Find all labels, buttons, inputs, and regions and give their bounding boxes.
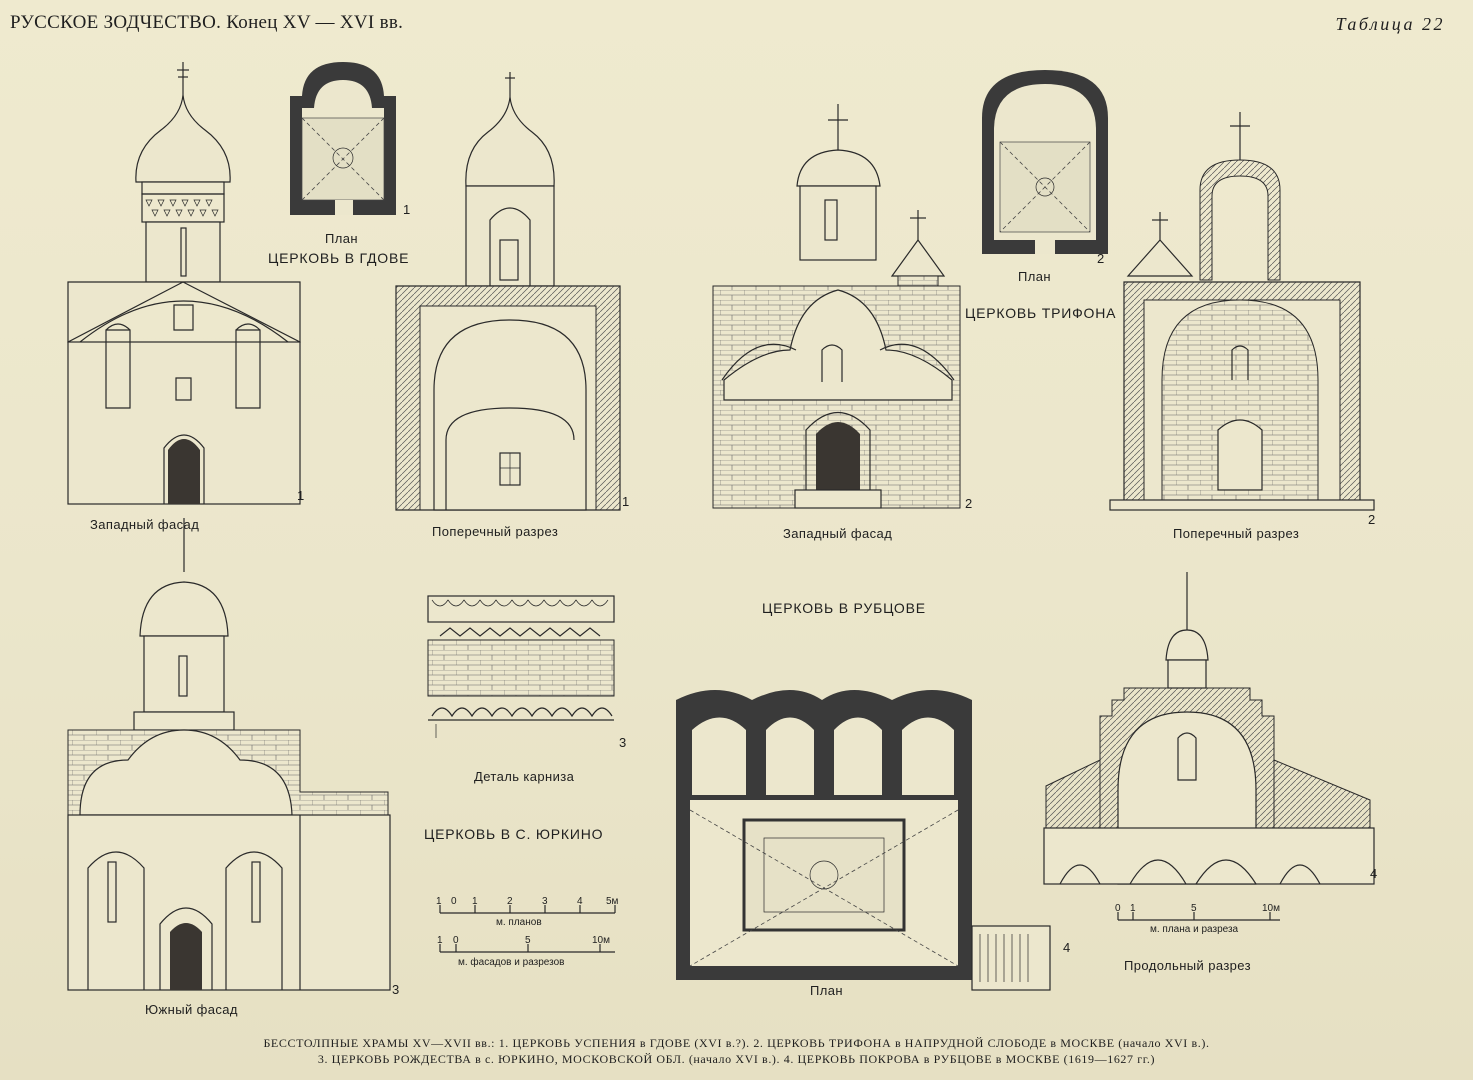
scale-rub-tick: 1	[1130, 903, 1136, 914]
label-yurkino-facade: Южный фасад	[145, 1002, 238, 1017]
scale-rub-tick: 0	[1115, 903, 1121, 914]
gdov-west-facade	[67, 62, 301, 505]
title-trifon: ЦЕРКОВЬ ТРИФОНА	[965, 305, 1117, 321]
scale-bar-rubtsovo	[1117, 912, 1280, 921]
title-rubtsovo: ЦЕРКОВЬ В РУБЦОВЕ	[762, 600, 926, 616]
label-trifon-facade: Западный фасад	[783, 526, 893, 541]
scale-plans-tick: 0	[451, 896, 457, 907]
fig-number: 4	[1370, 866, 1378, 881]
label-rubtsovo-section: Продольный разрез	[1124, 958, 1252, 973]
scale-plans-label: м. планов	[496, 917, 542, 928]
scale-facades-tick: 5	[525, 935, 531, 946]
fig-number: 1	[403, 202, 411, 217]
label-trifon-section: Поперечный разрез	[1173, 526, 1300, 541]
scale-facades-label: м. фасадов и разрезов	[458, 957, 565, 968]
label-cornice: Деталь карниза	[474, 769, 575, 784]
scale-plans-tick: 1	[472, 896, 478, 907]
scale-plans-tick: 1	[436, 896, 442, 907]
scale-bar-plans	[439, 905, 616, 914]
cornice-detail	[427, 595, 615, 738]
scale-rub-label: м. плана и разреза	[1150, 924, 1239, 935]
fig-number: 1	[622, 494, 630, 509]
scale-plans-tick: 4	[577, 896, 583, 907]
gdov-plan	[290, 62, 396, 215]
rubtsovo-plan	[676, 690, 1051, 991]
trifon-section	[1109, 112, 1375, 511]
trifon-plan	[982, 70, 1108, 254]
yurkino-south-facade	[67, 518, 391, 991]
scale-rub-tick: 5	[1191, 903, 1197, 914]
fig-number: 4	[1063, 940, 1071, 955]
scale-rub-tick: 10м	[1262, 903, 1280, 914]
fig-number: 1	[297, 488, 305, 503]
caption-line-2: 3. ЦЕРКОВЬ РОЖДЕСТВА в с. ЮРКИНО, МОСКОВ…	[317, 1052, 1156, 1066]
label-rubtsovo-plan: План	[810, 983, 843, 998]
label-gdov-facade: Западный фасад	[90, 517, 200, 532]
scale-plans-tick: 5м	[606, 896, 619, 907]
scale-plans-tick: 2	[507, 896, 513, 907]
header-title: РУССКОЕ ЗОДЧЕСТВО. Конец XV — XVI вв.	[10, 12, 404, 33]
scale-bar-facades	[439, 944, 615, 953]
fig-number: 2	[1097, 251, 1105, 266]
rubtsovo-section	[1043, 572, 1375, 885]
gdov-section	[395, 72, 621, 511]
scale-plans-tick: 3	[542, 896, 548, 907]
label-trifon-plan: План	[1018, 269, 1051, 284]
scale-facades-tick: 0	[453, 935, 459, 946]
fig-number: 2	[1368, 512, 1376, 527]
fig-number: 3	[392, 982, 400, 997]
title-yurkino: ЦЕРКОВЬ В С. ЮРКИНО	[424, 826, 604, 842]
caption-line-1: БЕССТОЛПНЫЕ ХРАМЫ XV—XVII вв.: 1. ЦЕРКОВ…	[263, 1036, 1210, 1050]
fig-number: 2	[965, 496, 973, 511]
scale-facades-tick: 1	[437, 935, 443, 946]
scale-facades-tick: 10м	[592, 935, 610, 946]
plate-number: Таблица 22	[1335, 14, 1445, 34]
title-gdov: ЦЕРКОВЬ В ГДОВЕ	[268, 250, 410, 266]
label-gdov-plan: План	[325, 231, 358, 246]
label-gdov-section: Поперечный разрез	[432, 524, 559, 539]
fig-number: 3	[619, 735, 627, 750]
trifon-west-facade	[712, 104, 961, 509]
